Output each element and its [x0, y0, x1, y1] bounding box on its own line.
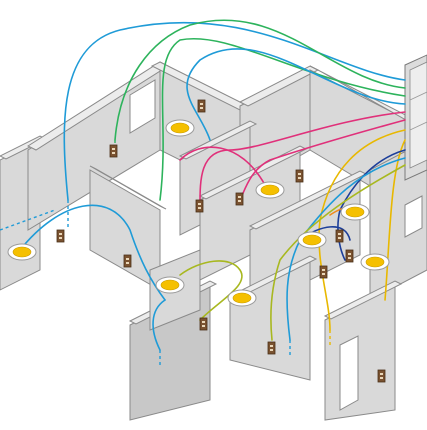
wall-outlet-icon: [109, 144, 118, 158]
wall-outlet-icon: [267, 341, 276, 355]
ceiling-light-icon: [255, 181, 285, 199]
window-right: [404, 195, 423, 238]
ceiling-light-icon: [155, 276, 185, 294]
ceiling-light-icon: [7, 243, 37, 261]
wire-magenta-3: [179, 146, 266, 186]
wire-magenta-2: [239, 119, 406, 201]
wall-outlet-icon: [377, 369, 386, 383]
wall-outlet-icon: [345, 249, 354, 263]
wire-olive-2: [179, 260, 243, 321]
ceiling-lights: [7, 119, 390, 307]
wire-blue-4: [19, 204, 166, 301]
wall-outlet-icon: [56, 229, 65, 243]
wall-outlet-icon: [319, 265, 328, 279]
wall-outlet-icon: [123, 254, 132, 268]
wall-outlet-icon: [335, 229, 344, 243]
ceiling-light-icon: [227, 289, 257, 307]
wire-green-1: [114, 19, 406, 141]
wall-outlet-icon: [195, 199, 204, 213]
wire-blue-1: [63, 21, 406, 201]
walls: [0, 61, 427, 421]
wire-magenta-1: [199, 111, 406, 206]
wall-outlet-icon: [197, 99, 206, 113]
wire-olive-1: [270, 164, 406, 341]
doorway-front-right: [339, 335, 359, 411]
wall-outlets: [56, 99, 386, 383]
wall-outlet-icon: [199, 317, 208, 331]
wall-inner-1-top: [89, 165, 167, 210]
wall-right-rear-top: [309, 65, 427, 133]
wall-outlet-icon: [295, 169, 304, 183]
wire-dash-blue-2: [0, 209, 56, 231]
wall-front-right: [324, 284, 396, 421]
window-back-left: [129, 79, 156, 134]
wall-outlet-icon: [235, 192, 244, 206]
wire-green-2: [159, 38, 406, 201]
wire-blue-5: [152, 299, 166, 351]
wire-blue-2: [186, 48, 406, 141]
ceiling-light-icon: [360, 253, 390, 271]
ceiling-light-icon: [165, 119, 195, 137]
ceiling-light-icon: [340, 203, 370, 221]
electrical-panel-icon: [404, 54, 427, 181]
ceiling-light-icon: [297, 231, 327, 249]
